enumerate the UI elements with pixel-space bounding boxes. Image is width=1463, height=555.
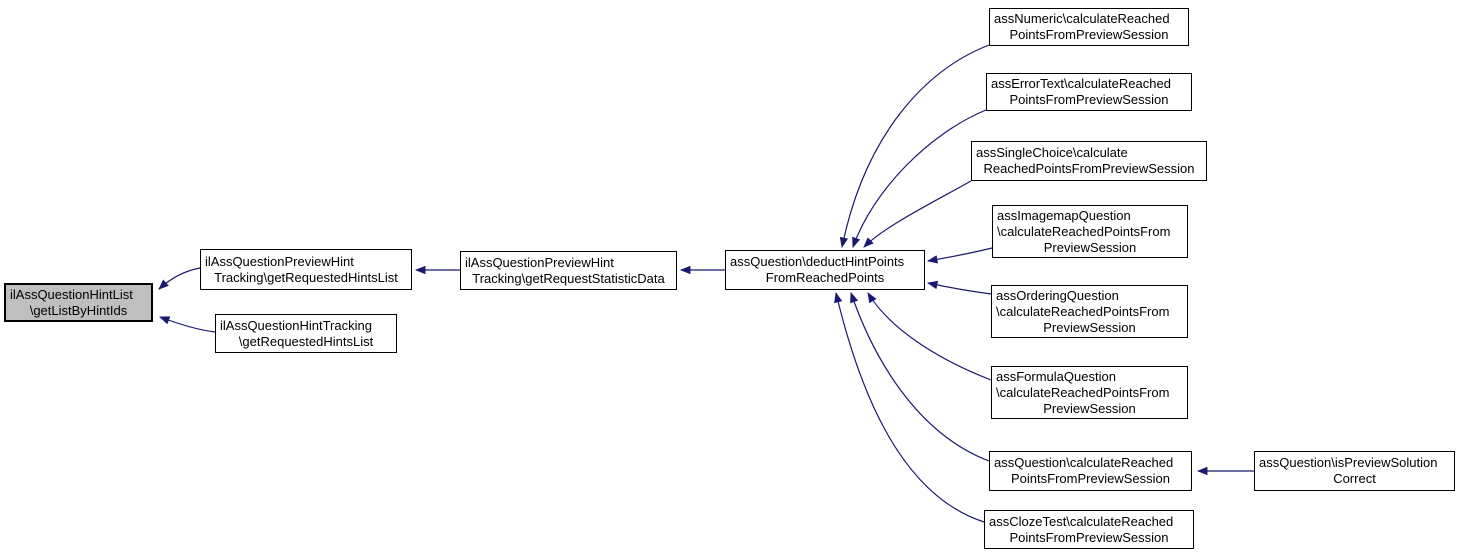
edge-asssinglechoice-to-deducthintpoints xyxy=(863,180,972,248)
node-label-line: \getRequestedHintsList xyxy=(238,333,374,349)
edge-assimagemap-to-deducthintpoints xyxy=(926,247,993,264)
node-label-line: \calculateReachedPointsFrom xyxy=(996,384,1170,400)
node-label-line: PreviewSession xyxy=(1043,239,1137,255)
node-label-line: PointsFromPreviewSession xyxy=(1009,27,1169,42)
node-hinttracking-getrequestedhintslist[interactable]: ilAssQuestionHintTracking\getRequestedHi… xyxy=(215,314,397,353)
node-label-line: assOrderingQuestion xyxy=(996,287,1119,303)
node-label-line: PointsFromPreviewSession xyxy=(1011,471,1170,486)
node-label-line: assQuestion\calculateReached xyxy=(994,455,1174,470)
node-label-line: assFormulaQuestion xyxy=(996,368,1116,384)
node-label-line: PointsFromPreviewSession xyxy=(1009,92,1169,107)
node-assformulaquestion-calculatereachedpoints[interactable]: assFormulaQuestion\calculateReachedPoint… xyxy=(991,366,1188,419)
node-label-line: PreviewSession xyxy=(1043,319,1136,335)
edge-previewhinttracking-requestedhints-to-getlistbyhintids xyxy=(158,267,201,290)
node-label-line: assNumeric\calculateReached xyxy=(994,11,1170,26)
node-label-line: ilAssQuestionPreviewHint xyxy=(465,254,614,270)
node-label-line: \calculateReachedPointsFrom xyxy=(996,303,1170,319)
node-getlistbyhintids: ilAssQuestionHintList\getListByHintIds xyxy=(4,283,153,322)
node-label-line: ReachedPointsFromPreviewSession xyxy=(983,161,1195,176)
node-label-line: assQuestion\isPreviewSolution xyxy=(1259,455,1438,470)
node-assorderingquestion-calculatereachedpoints[interactable]: assOrderingQuestion\calculateReachedPoin… xyxy=(991,285,1188,338)
node-label-line: PointsFromPreviewSession xyxy=(1009,529,1169,545)
node-label-line: ilAssQuestionHintTracking xyxy=(220,317,372,333)
node-label-line: Correct xyxy=(1333,471,1376,486)
edge-assordering-to-deducthintpoints xyxy=(926,280,992,295)
node-label-line: assImagemapQuestion xyxy=(997,207,1131,223)
node-label-line: assQuestion\deductHintPoints xyxy=(730,254,905,269)
node-assimagemapquestion-calculatereachedpoints[interactable]: assImagemapQuestion\calculateReachedPoin… xyxy=(992,205,1188,258)
node-label-line: ilAssQuestionHintList xyxy=(10,286,133,302)
node-label-line: \calculateReachedPointsFrom xyxy=(997,223,1171,239)
node-label-line: PreviewSession xyxy=(1043,400,1136,416)
node-label-line: Tracking\getRequestedHintsList xyxy=(214,269,398,285)
node-label-line: assErrorText\calculateReached xyxy=(991,76,1171,91)
edge-asserrortext-to-deducthintpoints xyxy=(852,109,987,248)
node-label-line: \getListByHintIds xyxy=(29,302,128,318)
node-label-line: assSingleChoice\calculate xyxy=(976,145,1128,160)
edge-hinttracking-requestedhints-to-getlistbyhintids xyxy=(159,316,216,333)
node-label-line: FromReachedPoints xyxy=(765,270,885,285)
node-label-line: assClozeTest\calculateReached xyxy=(989,513,1174,529)
edge-assformula-to-deducthintpoints xyxy=(867,292,992,381)
edge-assclozetest-to-deducthintpoints xyxy=(834,291,985,523)
node-label-line: ilAssQuestionPreviewHint xyxy=(205,253,354,269)
node-label-line: Tracking\getRequestStatisticData xyxy=(472,270,665,286)
edge-assnumeric-to-deducthintpoints xyxy=(839,44,990,249)
edge-assquestion-calc-to-deducthintpoints xyxy=(850,292,990,462)
